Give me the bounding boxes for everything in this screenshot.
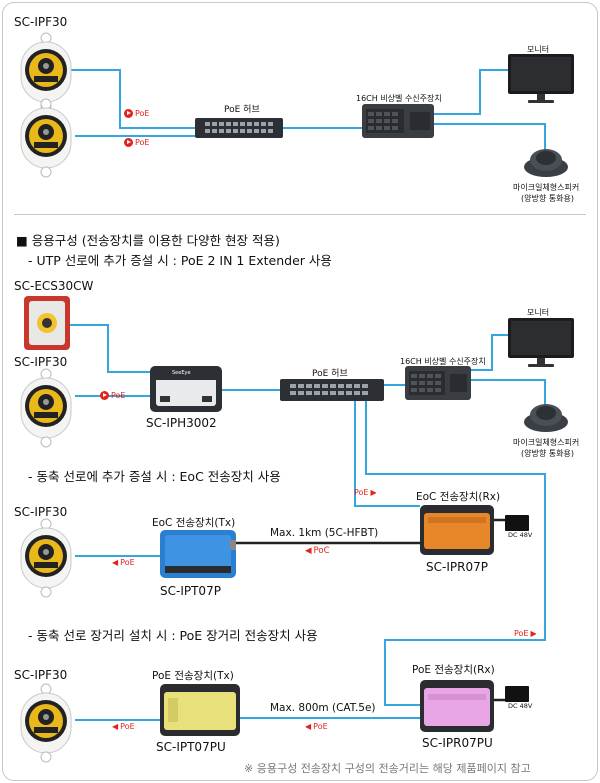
poe-tag-text: PoE — [120, 722, 135, 731]
lr-tx-title: PoE 전송장치(Tx) — [152, 670, 234, 682]
top-camera1-label: SC-IPF30 — [14, 15, 68, 29]
mid-extender-label: SC-IPH3002 — [146, 416, 217, 430]
mid-extender-brand: SeeEye — [172, 370, 191, 376]
top-wire-speaker — [420, 123, 546, 150]
lr-dc-adapter — [505, 686, 529, 702]
eoc-camera-label: SC-IPF30 — [14, 505, 68, 519]
mid-wire-hub-eoc — [354, 392, 420, 507]
lr-camera-label: SC-IPF30 — [14, 668, 68, 682]
poe-tag-text: PoE — [135, 138, 150, 147]
mid-wire-speaker — [470, 379, 546, 405]
poe-tag-text: PoE — [135, 109, 150, 118]
top-wire-cam1 — [70, 69, 195, 129]
poe-tag-text: PoE — [354, 488, 369, 497]
lr-tx-device — [160, 684, 240, 736]
sub-heading-eoc: - 동축 선로에 추가 증설 시 : EoC 전송장치 사용 — [28, 469, 281, 484]
eoc-poe-tag-rx: PoE ▶ — [354, 488, 377, 497]
eoc-camera — [20, 518, 72, 598]
lr-dc-label: DC 48V — [508, 702, 533, 710]
mid-hub-label: PoE 허브 — [312, 369, 348, 379]
eoc-rx-device — [420, 505, 494, 555]
mid-camera — [20, 368, 72, 448]
top-speaker-label2: (양방향 통화용) — [521, 194, 574, 203]
mid-receiver-label: 16CH 비상벨 수신주장치 — [400, 357, 486, 366]
eoc-dc-label: DC 48V — [508, 531, 533, 539]
top-wire-monitor — [420, 69, 512, 115]
top-monitor — [508, 54, 574, 103]
sub-heading-longrange: - 동축 선로 장거리 설치 시 : PoE 장거리 전송장치 사용 — [28, 628, 318, 643]
mid-monitor-label: 모니터 — [527, 308, 550, 317]
eoc-rx-title: EoC 전송장치(Rx) — [416, 491, 501, 503]
lr-tx-model: SC-IPT07PU — [156, 740, 226, 754]
mid-extender — [150, 366, 222, 412]
eoc-poc-tag: ◀ PoC — [305, 546, 330, 556]
mid-monitor — [508, 318, 574, 367]
top-speaker-label1: 마이크일체형스피커 — [513, 183, 580, 192]
lr-rx-title: PoE 전송장치(Rx) — [412, 664, 495, 676]
lr-rx-device — [420, 680, 494, 732]
footnote: ※ 응용구성 전송장치 구성의 전송거리는 해당 제품페이지 참고 — [244, 762, 531, 775]
top-camera2 — [20, 98, 72, 178]
lr-rx-model: SC-IPR07PU — [422, 736, 493, 750]
poe-icon — [124, 138, 133, 147]
mid-wire-hub-lr — [365, 392, 546, 706]
mid-cw-camera — [24, 296, 70, 350]
poe-tag-text: PoE — [111, 391, 126, 400]
mid-poe-hub — [280, 379, 384, 401]
eoc-poe-tag-left: ◀ PoE — [112, 558, 135, 567]
top-poe-hub — [195, 118, 283, 138]
mid-wire-monitor — [470, 334, 512, 371]
top-speaker — [524, 149, 568, 177]
poc-tag-text: PoC — [313, 546, 330, 556]
eoc-tx-device — [160, 530, 236, 578]
top-camera1 — [20, 32, 72, 112]
top-poe-tag2: PoE — [124, 138, 150, 147]
eoc-tx-model: SC-IPT07P — [160, 584, 221, 598]
mid-speaker-label1: 마이크일체형스피커 — [513, 438, 580, 447]
mid-poe-tag: PoE — [100, 391, 126, 400]
sub-heading-utp: - UTP 선로에 추가 증설 시 : PoE 2 IN 1 Extender … — [28, 253, 332, 268]
top-receiver-label: 16CH 비상벨 수신주장치 — [356, 94, 442, 103]
poe-tag-text: PoE — [514, 629, 529, 638]
poe-tag-text: PoE — [313, 722, 328, 731]
mid-speaker-label2: (양방향 통화용) — [521, 449, 574, 458]
top-monitor-label: 모니터 — [527, 45, 550, 54]
mid-camera-label: SC-IPF30 — [14, 355, 68, 369]
lr-cable-label: Max. 800m (CAT.5e) — [270, 702, 376, 714]
poe-icon — [100, 391, 109, 400]
poe-tag-text: PoE — [120, 558, 135, 567]
lr-poe-tag-mid: ◀ PoE — [305, 722, 328, 731]
eoc-cable-label: Max. 1km (5C-HFBT) — [270, 527, 379, 539]
mid-wire-cw — [70, 324, 150, 373]
top-hub-label: PoE 허브 — [224, 105, 260, 115]
mid-receiver — [405, 366, 471, 400]
eoc-rx-model: SC-IPR07P — [426, 560, 488, 574]
mid-cw-label: SC-ECS30CW — [14, 279, 94, 293]
lr-camera — [20, 683, 72, 763]
top-receiver — [362, 104, 434, 138]
section-divider — [14, 214, 586, 215]
top-poe-tag1: PoE — [124, 109, 150, 118]
lr-poe-tag-left: ◀ PoE — [112, 722, 135, 731]
section-heading: ■ 응용구성 (전송장치를 이용한 다양한 현장 적용) — [16, 233, 280, 248]
eoc-dc-adapter — [505, 515, 529, 531]
eoc-tx-title: EoC 전송장치(Tx) — [152, 517, 236, 529]
lr-poe-tag-right: PoE ▶ — [514, 629, 537, 638]
mid-speaker — [524, 404, 568, 432]
poe-icon — [124, 109, 133, 118]
